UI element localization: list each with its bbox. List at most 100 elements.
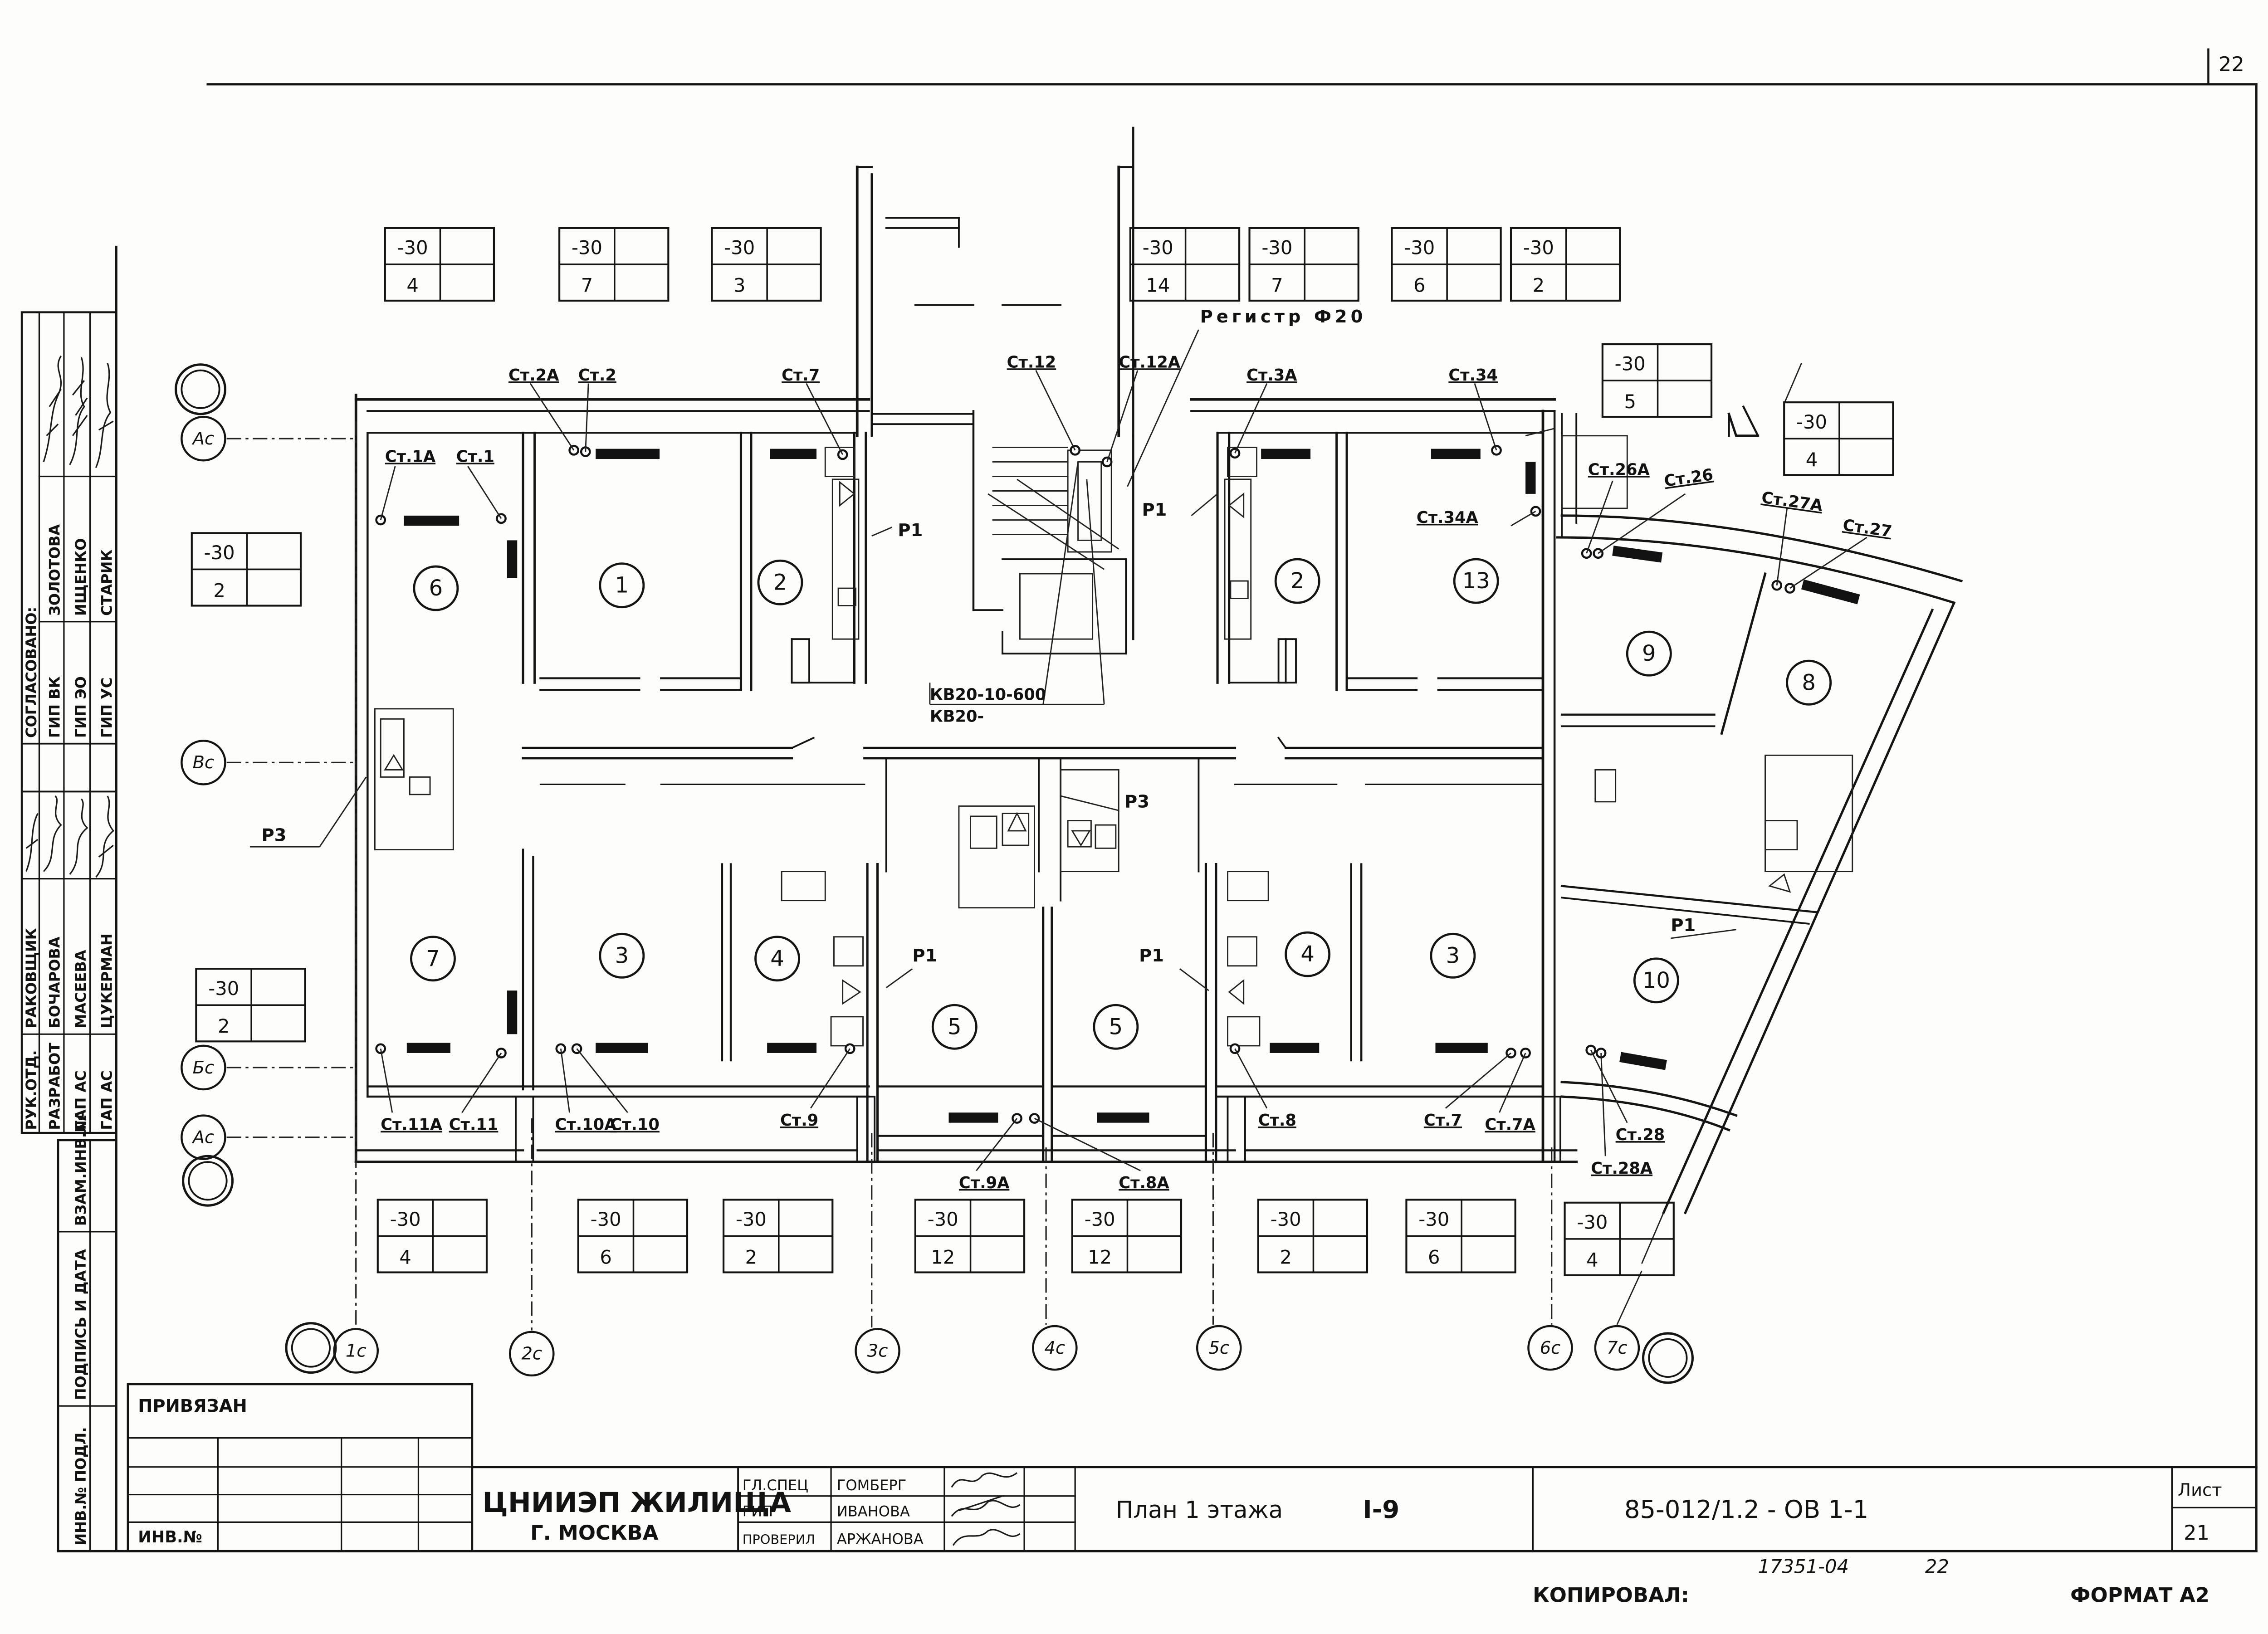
sheet-number: 21 — [2184, 1521, 2209, 1545]
riser-label: Ст.7А — [1485, 1116, 1535, 1134]
room-number: 13 — [1462, 568, 1490, 594]
reference-ring — [188, 1161, 228, 1201]
leader-line — [529, 383, 575, 451]
pipe-line — [1525, 428, 1555, 437]
organization-name: ЦНИИЭП ЖИЛИЩА — [482, 1487, 791, 1519]
radiator — [1612, 546, 1663, 563]
room-circle — [1093, 1004, 1139, 1050]
riser-label: Ст.28 — [1616, 1126, 1665, 1144]
room-circle — [413, 565, 459, 611]
staff-name: АРЖАНОВА — [837, 1530, 924, 1547]
valve-symbol — [842, 979, 861, 1005]
level-value: -30 — [1143, 236, 1173, 259]
axis-label: 6с — [1540, 1338, 1561, 1358]
signature — [951, 1472, 1018, 1488]
registration-fields-border — [57, 1139, 117, 1552]
riser-label: Ст.9 — [780, 1111, 818, 1130]
sheet-sections: I-9 — [1363, 1495, 1399, 1524]
axis-label: 1с — [346, 1341, 367, 1361]
signature — [951, 1495, 1021, 1517]
radiator — [507, 990, 518, 1034]
level-tag: -302 — [1510, 227, 1621, 302]
pipe-line — [1042, 462, 1079, 705]
level-tag: -307 — [558, 227, 670, 302]
radiator-count: 4 — [399, 1246, 411, 1268]
signature — [952, 1529, 1021, 1546]
signature — [69, 357, 88, 465]
pipe-mark: Р1 — [1671, 915, 1696, 936]
room-number: 4 — [1300, 941, 1315, 967]
developer-role: РУК.ОТД. — [23, 1050, 40, 1130]
valve-symbol — [839, 481, 855, 507]
wall — [1742, 405, 1760, 437]
level-tag: -302 — [195, 968, 306, 1043]
footer: 17351-04 22 КОПИРОВАЛ: ФОРМАТ А2 — [1533, 1555, 2209, 1607]
radiator-count: 3 — [733, 274, 745, 297]
plumbing-fixtures — [374, 435, 1853, 1047]
riser-label: Ст.8А — [1119, 1174, 1169, 1192]
reference-ring — [1648, 1338, 1688, 1378]
leader-line — [576, 1048, 628, 1113]
riser-label: Ст.11 — [449, 1116, 499, 1134]
axis-label: 7с — [1607, 1338, 1628, 1358]
kitchen-unit — [1227, 871, 1269, 902]
room-number: 10 — [1642, 968, 1670, 993]
signature-date-field: ПОДПИСЬ И ДАТА — [72, 1249, 89, 1400]
riser-pipe — [1585, 1044, 1597, 1056]
leader-line — [1776, 508, 1788, 585]
riser-label: Ст.9А — [959, 1174, 1010, 1192]
level-tag: -306 — [1391, 227, 1502, 302]
axis-label: 2с — [521, 1344, 542, 1364]
level-tag: -302 — [1257, 1199, 1369, 1273]
axis-label: Вс — [193, 752, 214, 773]
convector-note: КВ20- — [930, 707, 984, 726]
title-block: ЦНИИЭП ЖИЛИЩА Г. МОСКВА ГЛ.СПЕЦ ГОМБЕРГ … — [471, 1466, 2258, 1552]
staff-name: ИВАНОВА — [837, 1503, 910, 1520]
room-circle — [931, 1004, 978, 1050]
level-tag: -304 — [376, 1199, 488, 1273]
room-number: 7 — [426, 946, 440, 971]
stair-lobby — [1561, 435, 1628, 509]
axis-label: Бс — [193, 1058, 214, 1078]
radiator — [507, 540, 518, 578]
axis-bubble — [1196, 1325, 1242, 1371]
radiator — [406, 1043, 450, 1053]
radiator — [1525, 462, 1536, 494]
elevator-shaft — [1067, 449, 1112, 553]
reference-ring — [182, 1155, 234, 1207]
room-number: 1 — [615, 573, 629, 598]
radiator — [770, 449, 817, 459]
leader-line — [1234, 383, 1268, 454]
inventory-number: 17351-04 — [1758, 1555, 1849, 1577]
toilet — [1095, 824, 1117, 849]
leader-line — [380, 466, 396, 520]
riser-pipe — [1581, 548, 1592, 559]
room-number: 2 — [773, 570, 787, 595]
radiator — [1261, 449, 1311, 459]
radiator — [596, 449, 660, 459]
stove — [1230, 580, 1249, 599]
level-value: -30 — [1261, 236, 1292, 259]
binding-inv-label: ИНВ.№ — [138, 1528, 202, 1546]
leader-line — [1600, 1053, 1606, 1156]
room-number: 5 — [948, 1014, 962, 1039]
leader-line — [585, 383, 589, 452]
stair-landing — [1019, 573, 1094, 640]
radiator-count: 2 — [218, 1015, 230, 1037]
staff-role: ПРОВЕРИЛ — [743, 1532, 815, 1547]
radiator — [1431, 449, 1481, 459]
bathtub — [380, 718, 405, 778]
leader-line — [1474, 383, 1497, 451]
pipe-mark: Р1 — [1139, 946, 1164, 966]
stove — [833, 936, 864, 967]
leader-line — [810, 1048, 850, 1109]
axis-bubble — [181, 415, 226, 462]
level-tag: -303 — [711, 227, 822, 302]
pipe-line — [885, 968, 913, 988]
reference-ring — [285, 1322, 337, 1374]
room-circle — [1453, 558, 1499, 604]
